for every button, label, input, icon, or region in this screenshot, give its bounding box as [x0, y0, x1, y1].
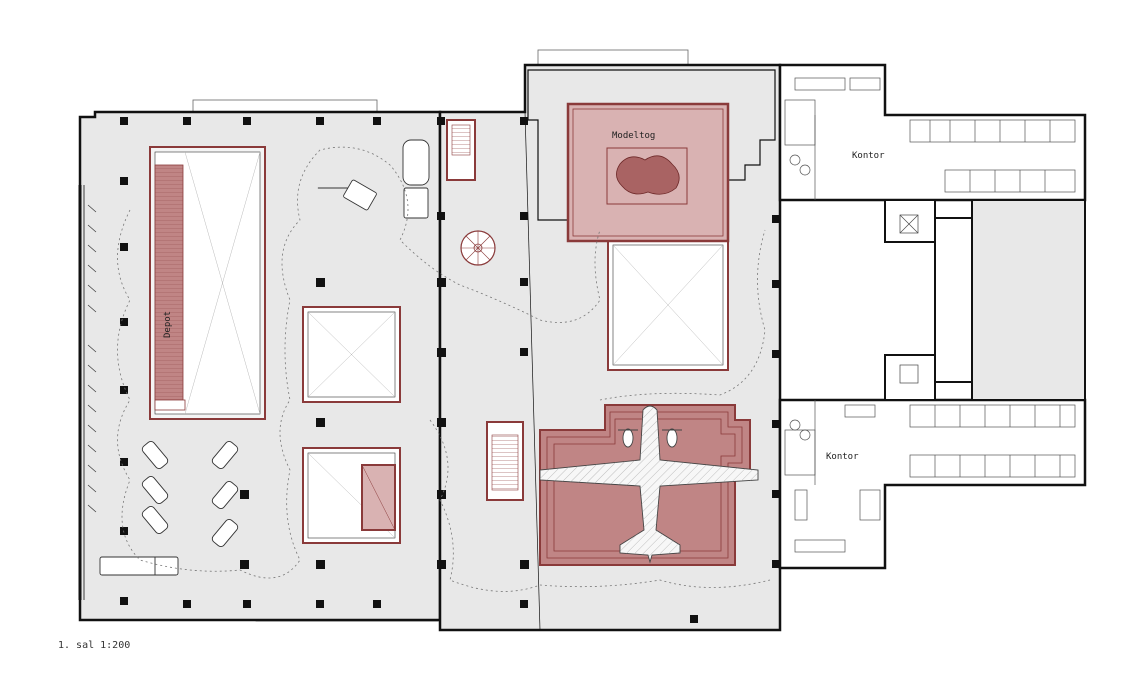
- kontor-bottom-label: Kontor: [826, 452, 859, 462]
- modeltog-room: Modeltog: [566, 102, 730, 243]
- desks-top: [789, 77, 1076, 193]
- columns: [120, 117, 780, 623]
- stair-cores: [446, 119, 524, 501]
- modeltog-label: Modeltog: [612, 131, 655, 141]
- depot-label: Depot: [163, 311, 173, 338]
- airplane-icon: [539, 405, 759, 564]
- spiral-stair-icon: [460, 230, 496, 266]
- desks-bottom: [789, 404, 1076, 553]
- atrium-voids: [302, 239, 729, 544]
- vehicles: [99, 139, 430, 576]
- depot: Depot: [149, 146, 266, 420]
- scale-caption: 1. sal 1:200: [58, 640, 131, 651]
- visitor-route: [117, 146, 771, 592]
- kontor-top-label: Kontor: [852, 151, 885, 161]
- wall-displays: [87, 204, 97, 513]
